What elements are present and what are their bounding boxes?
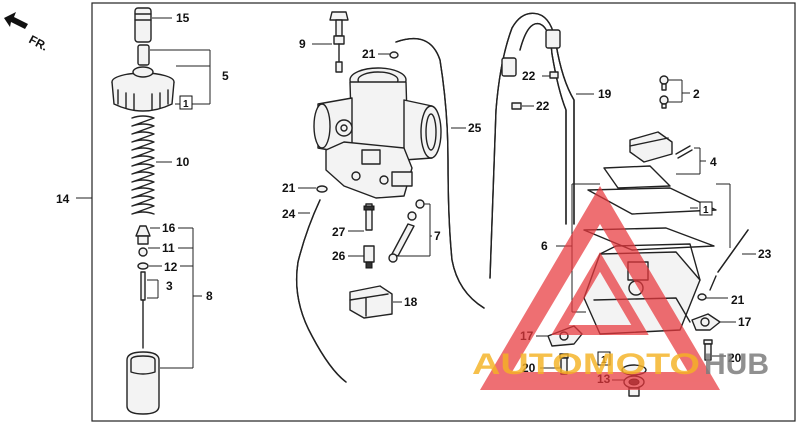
callout-12: 12 xyxy=(164,260,178,274)
callout-15: 15 xyxy=(176,11,190,25)
callout-2: 2 xyxy=(693,87,700,101)
part-19-vent-hose-loop xyxy=(489,12,575,279)
callout-20-a: 20 xyxy=(522,361,536,375)
callout-6: 6 xyxy=(541,239,548,253)
callout-10: 10 xyxy=(176,155,190,169)
part-12-washer xyxy=(137,262,149,270)
part-26-main-jet xyxy=(363,245,375,269)
callout-23: 23 xyxy=(758,247,772,261)
callout-21-a: 21 xyxy=(362,47,376,61)
callout-25: 25 xyxy=(468,121,482,135)
callout-1-box-c xyxy=(597,351,611,366)
part-10-spring xyxy=(131,115,155,215)
part-4-baffle xyxy=(629,131,693,163)
part-21-oring-b xyxy=(316,185,328,193)
part-24-overflow-tube xyxy=(295,199,347,383)
callout-8: 8 xyxy=(206,289,213,303)
watermark-text-gray: HUB xyxy=(704,348,769,381)
callout-19: 19 xyxy=(598,87,612,101)
diagram-frame xyxy=(91,2,796,422)
part-5-top-cap xyxy=(111,66,175,112)
callout-21-b: 21 xyxy=(282,181,296,195)
callout-9: 9 xyxy=(299,37,306,51)
front-direction-arrow-icon xyxy=(4,12,28,29)
part-21-oring-a xyxy=(389,51,399,59)
callout-16: 16 xyxy=(162,221,176,235)
part-3-jet-needle xyxy=(140,271,146,301)
callout-17-b: 17 xyxy=(738,315,752,329)
part-22-clip-b xyxy=(511,102,522,110)
callout-1-box-a xyxy=(179,95,193,110)
callout-14: 14 xyxy=(56,192,70,206)
callout-11: 11 xyxy=(162,241,175,255)
callout-1-box-b xyxy=(699,201,713,216)
part-18-float xyxy=(349,285,393,319)
callout-26: 26 xyxy=(332,249,346,263)
callout-7: 7 xyxy=(434,229,441,243)
part-25-vent-tube xyxy=(395,37,485,309)
part-17-bracket-right xyxy=(691,313,721,331)
callout-22-a: 22 xyxy=(522,69,536,83)
callout-5: 5 xyxy=(222,69,229,83)
callout-27: 27 xyxy=(332,225,346,239)
callout-24: 24 xyxy=(282,207,296,221)
callout-3: 3 xyxy=(166,279,173,293)
callout-1a: 1 xyxy=(183,99,189,110)
part-2-screws xyxy=(659,75,669,109)
callout-21-c: 21 xyxy=(731,293,745,307)
part-15-cap xyxy=(134,7,152,43)
part-adjuster-sleeve xyxy=(137,44,150,66)
callout-18: 18 xyxy=(404,295,418,309)
carburetor-body xyxy=(313,67,442,199)
callout-1c: 1 xyxy=(601,355,607,366)
part-21-oring-c xyxy=(697,293,707,301)
watermark-text-colored: AUTOMOTO xyxy=(472,348,700,381)
part-22-clip-a xyxy=(549,71,559,79)
part-16-needle-holder xyxy=(135,225,151,245)
part-7-pilot-screw-set xyxy=(388,199,425,263)
callout-4: 4 xyxy=(710,155,717,169)
callout-22-b: 22 xyxy=(536,99,550,113)
part-8-throttle-valve xyxy=(126,351,160,415)
part-27-needle-jet xyxy=(363,203,375,231)
front-direction-label: FR. xyxy=(27,32,51,53)
callout-1b: 1 xyxy=(703,205,709,216)
part-23-drain-tube xyxy=(709,229,749,291)
part-9-air-screw xyxy=(329,11,349,73)
part-20-screw-right xyxy=(703,339,713,361)
watermark-logo xyxy=(480,186,720,390)
part-11-clip xyxy=(138,247,148,257)
callout-20-b: 20 xyxy=(728,351,742,365)
watermark-triangle-icon xyxy=(480,186,720,390)
